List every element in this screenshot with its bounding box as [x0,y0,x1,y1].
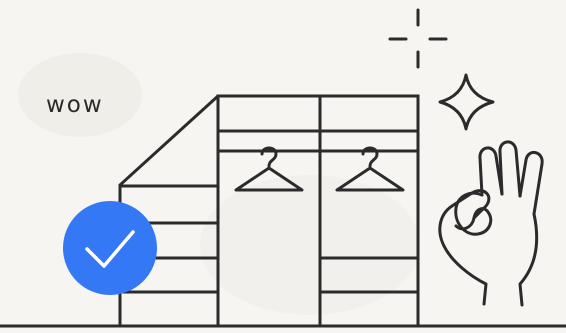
wardrobe-frame [216,94,420,328]
ok-hand-icon [438,140,544,307]
sparkle-icon [388,8,448,69]
check-badge [63,201,157,295]
hanger-icon [335,146,405,192]
check-icon [63,201,157,295]
background-blob [200,175,420,315]
check-mark [85,230,135,268]
background-blob [18,53,142,137]
wow-caption: wow [46,92,104,118]
sparkle-icon [438,73,495,131]
hanger-icon [234,146,304,192]
